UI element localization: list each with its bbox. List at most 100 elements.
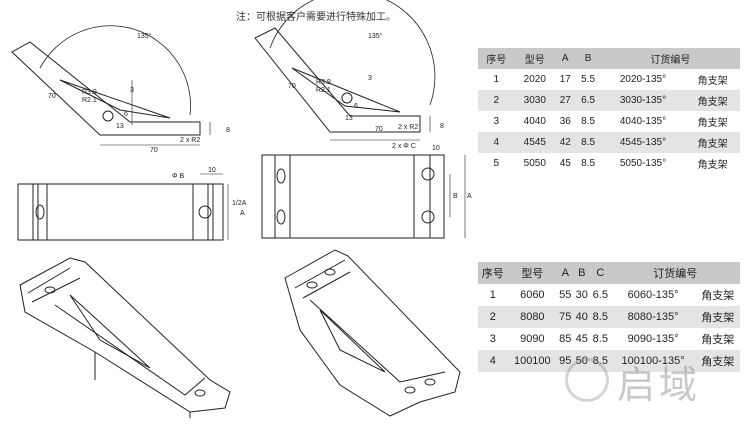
table-cell: 4 [478, 132, 515, 153]
table-cell: 4040 [523, 116, 546, 127]
table-cell: 3 [489, 333, 496, 345]
dim8-left: 8 [226, 127, 230, 134]
table-cell: 100100 [507, 350, 558, 372]
table-cell: 75 [557, 306, 574, 328]
table-cell: 8.5 [581, 158, 596, 169]
table-cell: 40 [573, 306, 590, 328]
dim10-left: 10 [208, 167, 216, 174]
isometric-view-right [284, 249, 461, 417]
table-row: 2 3030 27 6.5 3030-135° 角支架 [478, 90, 740, 111]
dimA-left: A [240, 210, 245, 217]
angle-label-right: 135° [368, 32, 383, 40]
watermark-text: 启域 [617, 363, 702, 407]
table-cell: 6.5 [592, 289, 608, 301]
table-cell: 角支架 [697, 76, 728, 87]
table-cell: 85 [559, 333, 572, 345]
table-cell: 2020-135° [619, 74, 667, 85]
table-cell: 6.5 [575, 90, 601, 111]
side-view-right [254, 0, 436, 141]
table2-header-a: A [557, 262, 574, 284]
table-cell: 9090 [520, 333, 545, 345]
dim2xr2-right: 2 x R2 [398, 124, 418, 131]
technical-drawings: 135° 135° R3.9 R2.1 R3.9 R2.1 3 3 70 70 … [11, 0, 472, 418]
r39-label-right: R3.9 [316, 79, 331, 86]
table-cell: 45 [559, 158, 571, 169]
table-cell: 6060 [520, 289, 545, 301]
table1-header-b: B [575, 48, 601, 69]
table-cell: 8.5 [581, 116, 596, 127]
table1-header-index: 序号 [478, 48, 515, 69]
table-cell: 4545-135° [600, 132, 686, 153]
table-cell: 2 [478, 306, 508, 328]
table-cell: 角支架 [697, 118, 728, 129]
front-view-left [17, 173, 229, 241]
table-row: 5 5050 45 8.5 5050-135° 角支架 [478, 153, 740, 174]
table-cell: 8.5 [590, 306, 611, 328]
dim70-bottom-left: 70 [150, 147, 158, 154]
table-row: 1 2020 17 5.5 2020-135° 角支架 [478, 69, 740, 90]
table-row: 4 100100 95 50 8.5 100100-135° 角支架 [478, 350, 740, 372]
dim10-right: 10 [432, 145, 440, 152]
table2-header-model: 型号 [507, 262, 558, 284]
table-cell: 角支架 [701, 334, 735, 346]
isometric-view-left [19, 257, 231, 418]
table-cell: 30 [575, 289, 588, 301]
table-row: 2 8080 75 40 8.5 8080-135° 角支架 [478, 306, 740, 328]
table-row: 3 4040 36 8.5 4040-135° 角支架 [478, 111, 740, 132]
three-label-right: 3 [368, 75, 372, 82]
side-view-left [11, 25, 211, 146]
table-cell: 9090-135° [627, 333, 679, 345]
table-cell: 角支架 [695, 306, 740, 328]
table-cell: 45 [575, 333, 588, 345]
table2-header-b: B [573, 262, 590, 284]
table-cell: 8080 [507, 306, 558, 328]
table-cell: 17 [559, 74, 571, 85]
halfA-label: 1/2A [232, 200, 247, 207]
dim13-left: 13 [116, 123, 124, 130]
table-cell: 5 [493, 158, 500, 169]
table-cell: 8.5 [592, 333, 608, 345]
angle-label-left: 135° [137, 32, 152, 40]
table2-header-index: 序号 [478, 262, 508, 284]
dimA-right: A [467, 193, 472, 200]
table-cell: 5050-135° [619, 158, 667, 169]
table-cell: 角支架 [685, 90, 740, 111]
table-cell: 42 [555, 132, 576, 153]
table-cell: 2020 [523, 74, 546, 85]
table-cell: 8080-135° [610, 306, 696, 328]
table2-header-c: C [590, 262, 611, 284]
table1-header-row: 序号 型号 A B 订货编号 [478, 48, 740, 69]
table-cell: 3 [493, 116, 500, 127]
phiB-label: Φ B [172, 173, 185, 180]
table-cell: 55 [559, 289, 572, 301]
table-cell: 8.5 [575, 132, 601, 153]
r2-label-right: R2.1 [316, 87, 331, 94]
table-cell: 4545 [514, 132, 556, 153]
table-cell: 6060-135° [627, 289, 679, 301]
table-cell: 3030 [514, 90, 556, 111]
table-cell: 5.5 [581, 74, 596, 85]
dim6-right: 6 [354, 103, 358, 110]
r39-label-left: R3.9 [82, 89, 97, 96]
dimB-right: B [453, 193, 458, 200]
spec-table-1: 序号 型号 A B 订货编号 1 2020 17 5.5 2020-135° 角… [478, 48, 740, 174]
table-row: 1 6060 55 30 6.5 6060-135° 角支架 [478, 284, 740, 306]
table-cell: 角支架 [695, 350, 740, 372]
dim70-slant-left: 70 [48, 93, 56, 100]
table-cell: 36 [559, 116, 571, 127]
table-cell: 角支架 [701, 290, 735, 302]
table1-header-order-code: 订货编号 [600, 48, 740, 69]
table-row: 4 4545 42 8.5 4545-135° 角支架 [478, 132, 740, 153]
table-cell: 角支架 [685, 132, 740, 153]
dim6-left: 6 [124, 111, 128, 118]
table-cell: 角支架 [697, 160, 728, 171]
note-text: 注：可根据客户需要进行特殊加工。 [236, 12, 396, 23]
table1-header-model: 型号 [514, 48, 556, 69]
watermark-logo-icon [565, 358, 609, 402]
front-view-right [261, 154, 466, 239]
table2-header-order-code: 订货编号 [610, 262, 740, 284]
watermark: 启域 [565, 352, 715, 408]
twoxphiC-label: 2 x Φ C [392, 143, 416, 150]
table2-header-row: 序号 型号 A B C 订货编号 [478, 262, 740, 284]
table-cell: 4 [478, 350, 508, 372]
